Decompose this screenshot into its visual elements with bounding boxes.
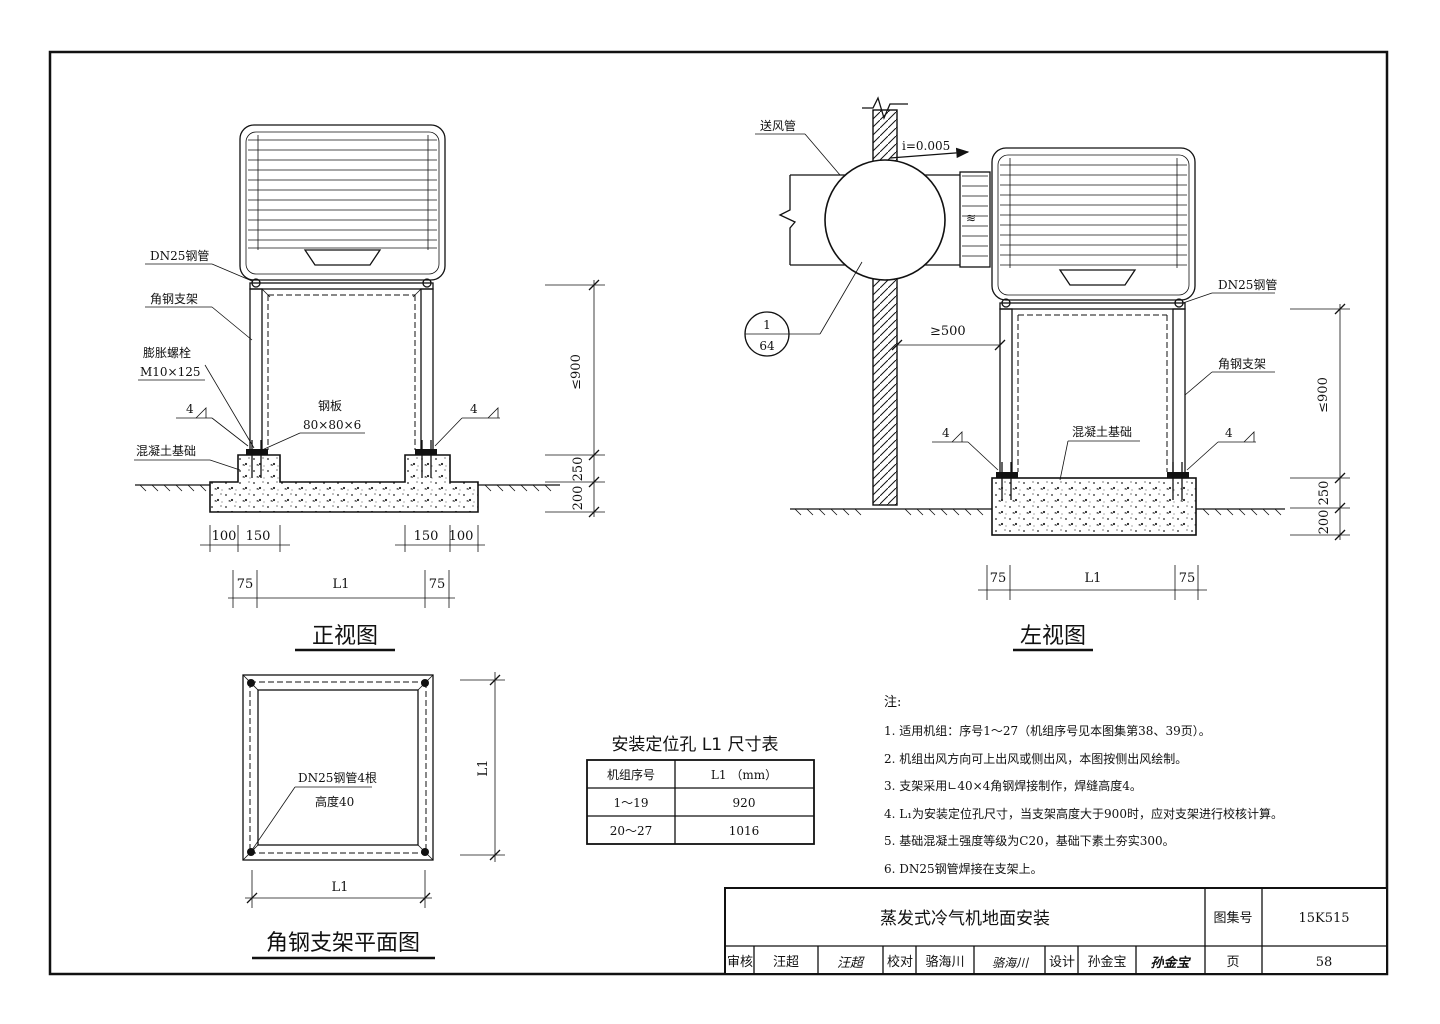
side-dim-height: ≤900: [1316, 377, 1331, 413]
table-header-0: 机组序号: [607, 767, 655, 782]
side-weld-left: 4: [942, 426, 950, 440]
cooler-unit-side: [991, 147, 1196, 301]
front-view: ≤900 250 200 100 150 150 100 75 L1 75 DN…: [134, 124, 605, 652]
front-dim-75-right: 75: [429, 577, 446, 592]
side-dim-200: 200: [1317, 510, 1332, 535]
front-label-bracket: 角钢支架: [150, 292, 198, 306]
plan-view: DN25钢管4根 高度40 L1 L1 角钢支架平面图: [242, 672, 505, 960]
front-dim-250: 250: [571, 457, 586, 482]
title-block-design-label: 设计: [1049, 955, 1075, 970]
title-block-checker: 骆海川: [925, 954, 964, 970]
left-view-title: 左视图: [1020, 624, 1086, 649]
front-weld-left: 4: [186, 402, 194, 416]
sheet-border: [48, 50, 1389, 976]
side-dim-l1: L1: [1085, 571, 1102, 586]
title-block-atlas-no: 15K515: [1298, 911, 1349, 926]
title-block-page-no: 58: [1316, 955, 1333, 970]
title-block-atlas-label: 图集号: [1213, 910, 1252, 926]
side-slope: i=0.005: [902, 139, 950, 153]
title-block-title: 蒸发式冷气机地面安装: [880, 909, 1050, 929]
front-label-bolt: 膨胀螺栓: [143, 345, 191, 360]
plan-label-height: 高度40: [315, 794, 354, 809]
plan-label-pipes: DN25钢管4根: [298, 770, 377, 785]
side-weld-right: 4: [1225, 426, 1233, 440]
front-dim-75-left: 75: [237, 577, 254, 592]
plan-dim-l1-vertical: L1: [476, 760, 491, 777]
cooler-unit-front: [239, 124, 446, 281]
title-block-reviewer-signature: 汪超: [837, 956, 865, 971]
notes: 注: 1. 适用机组：序号1～27（机组序号见本图集第38、39页）。 2. 机…: [884, 695, 1283, 876]
side-label-duct: 送风管: [760, 118, 796, 133]
front-weld-right: 4: [470, 402, 478, 416]
side-dim-75-left: 75: [990, 571, 1007, 586]
front-label-pipe: DN25钢管: [150, 248, 209, 263]
note-item: 5. 基础混凝土强度等级为C20，基础下素土夯实300。: [884, 833, 1175, 848]
note-item: 3. 支架采用∟40×4角钢焊接制作，焊缝高度4。: [884, 778, 1142, 793]
title-block: 蒸发式冷气机地面安装 图集号 15K515 审核 汪超 汪超 校对 骆海川 骆海…: [724, 887, 1388, 975]
title-block-checker-signature: 骆海川: [992, 956, 1030, 970]
plan-view-title: 角钢支架平面图: [266, 931, 420, 956]
notes-heading: 注:: [884, 695, 901, 710]
left-view: ≋: [744, 96, 1350, 652]
front-label-plate-spec: 80×80×6: [303, 418, 361, 432]
side-label-foundation: 混凝土基础: [1072, 424, 1132, 439]
table-cell: 1016: [729, 824, 760, 838]
note-item: 6. DN25钢管焊接在支架上。: [884, 861, 1043, 876]
side-ref-top: 1: [763, 318, 771, 332]
front-view-title: 正视图: [312, 624, 378, 649]
title-block-review-label: 审核: [727, 955, 753, 970]
flex-mark: ≋: [966, 211, 976, 225]
side-label-bracket: 角钢支架: [1218, 357, 1266, 371]
title-block-designer-signature: 孙金宝: [1150, 955, 1191, 971]
side-ref-bottom: 64: [759, 339, 775, 353]
l1-table: 安装定位孔 L1 尺寸表 机组序号 L1 （mm） 1～19 920 20～27…: [586, 735, 815, 845]
title-block-page-label: 页: [1226, 955, 1239, 970]
side-dim-250: 250: [1317, 481, 1332, 506]
front-label-foundation: 混凝土基础: [136, 443, 196, 458]
front-dim-l1: L1: [333, 577, 350, 592]
front-dim-100-right: 100: [449, 529, 474, 544]
side-min-dist: ≥500: [930, 324, 966, 339]
table-cell: 920: [733, 796, 756, 810]
side-dim-75-right: 75: [1179, 571, 1196, 586]
title-block-designer: 孙金宝: [1087, 954, 1126, 970]
table-cell: 1～19: [614, 796, 649, 810]
front-dim-150-left: 150: [246, 529, 271, 544]
note-item: 1. 适用机组：序号1～27（机组序号见本图集第38、39页）。: [884, 723, 1211, 738]
table-cell: 20～27: [610, 824, 653, 838]
side-label-pipe: DN25钢管: [1218, 277, 1277, 292]
plan-dim-l1-horizontal: L1: [332, 880, 349, 895]
table-title: 安装定位孔 L1 尺寸表: [611, 735, 778, 755]
front-dim-height: ≤900: [569, 354, 584, 390]
note-item: 2. 机组出风方向可上出风或侧出风，本图按侧出风绘制。: [884, 751, 1187, 766]
title-block-reviewer: 汪超: [773, 955, 799, 970]
title-block-check-label: 校对: [887, 954, 913, 970]
front-dim-100-left: 100: [212, 529, 237, 544]
front-label-bolt-spec: M10×125: [140, 365, 201, 379]
table-header-1: L1 （mm）: [711, 768, 777, 782]
front-label-plate: 钢板: [318, 399, 342, 413]
front-dim-150-right: 150: [414, 529, 439, 544]
front-dim-200: 200: [571, 486, 586, 511]
note-item: 4. L₁为安装定位孔尺寸，当支架高度大于900时，应对支架进行校核计算。: [884, 806, 1283, 821]
